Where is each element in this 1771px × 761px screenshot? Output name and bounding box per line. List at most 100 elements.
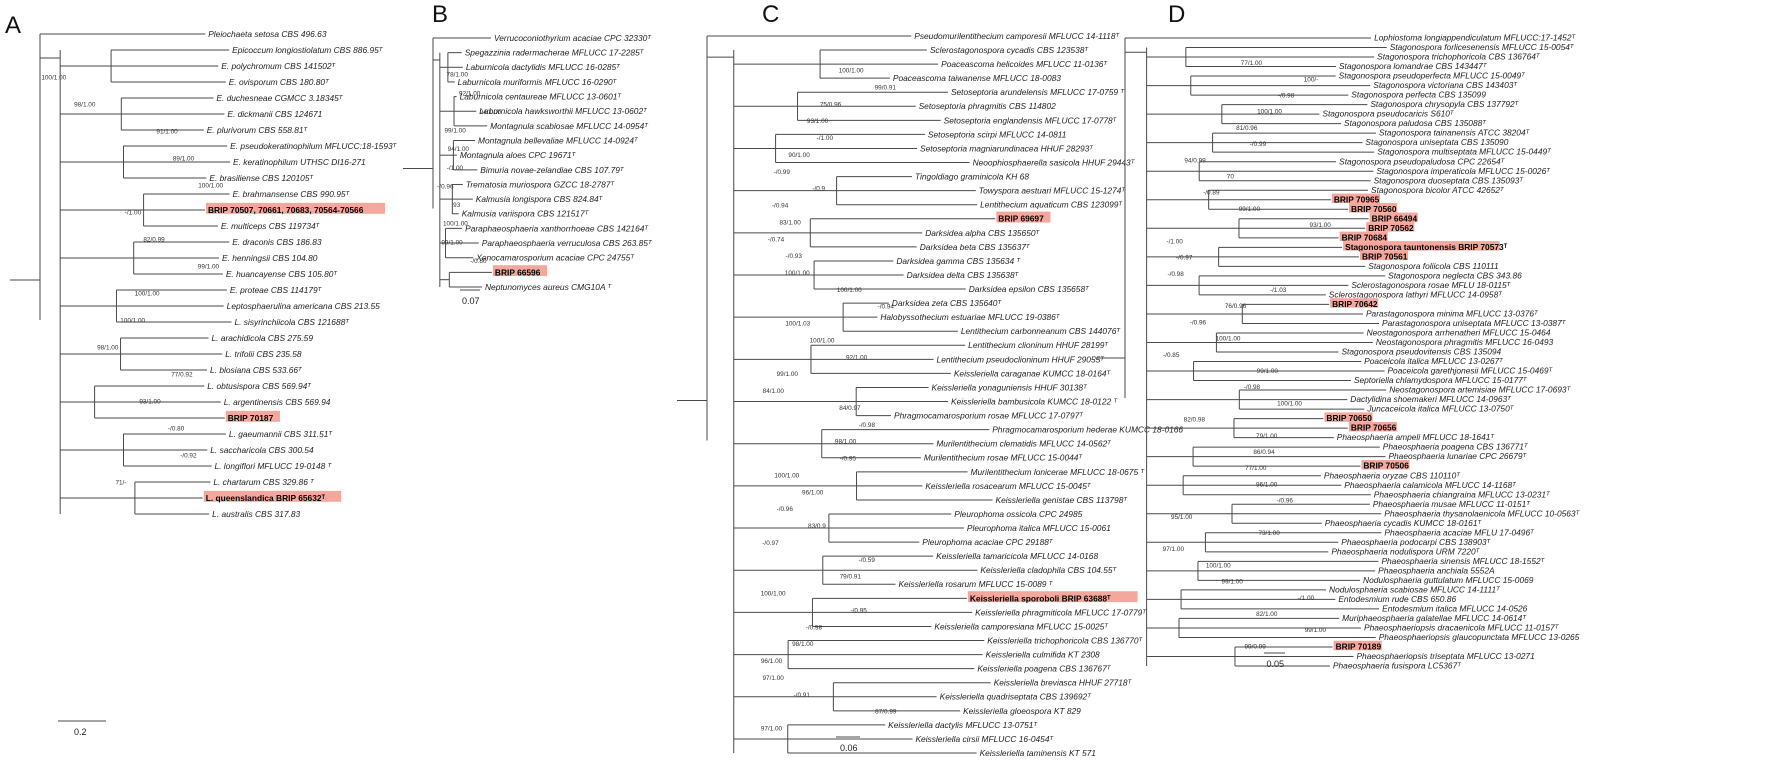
taxon-label: Stagonospora forlicesenensis MFLUCC 15-0… bbox=[1390, 42, 1575, 52]
support-value: 75/0.96 bbox=[820, 101, 842, 108]
taxon-label: Stagonospora perfecta CBS 135099 bbox=[1351, 90, 1486, 100]
taxon-label: L. trifolii CBS 235.58 bbox=[225, 349, 302, 359]
taxon-label: Kalmusia longispora CBS 824.84ᵀ bbox=[476, 194, 604, 204]
taxon-label: Phaeosphaeria lunariae CPC 26679ᵀ bbox=[1388, 451, 1527, 461]
support-value: 99/1.00 bbox=[1221, 579, 1243, 586]
taxon-label: Towyspora aestuari MFLUCC 15-1274ᵀ bbox=[979, 186, 1127, 196]
taxon-label: Phaeosphaeria thysanolaenicola MFLUCC 10… bbox=[1384, 508, 1580, 518]
taxon-label: Tingoldiago graminicola KH 68 bbox=[915, 172, 1029, 182]
support-value: -/1.00 bbox=[447, 165, 464, 172]
support-value: 76/0.96 bbox=[1225, 303, 1247, 310]
taxon-label: Lophiostoma longiappendiculatum MFLUCC:1… bbox=[1374, 33, 1576, 43]
support-value: 98/1.00 bbox=[792, 641, 814, 648]
taxon-label: Lentithecium clioninum HHUF 28199ᵀ bbox=[968, 340, 1109, 350]
highlight-box bbox=[1333, 640, 1382, 651]
support-value: 98/1.00 bbox=[835, 439, 857, 446]
taxon-label: Phaeosphaeriopsis dracaenicola MFLUCC 11… bbox=[1364, 622, 1560, 632]
support-value: 73/1.00 bbox=[1258, 530, 1280, 537]
taxon-label-highlighted: BRIP 70561 bbox=[1362, 251, 1408, 261]
taxon-label: Keissleriella quadriseptata CBS 139692ᵀ bbox=[940, 692, 1093, 702]
taxon-label: Phaeosphaeriopsis glaucopunctata MFLUCC … bbox=[1379, 632, 1580, 642]
taxon-label: Phaeosphaeria fusispora LC5367ᵀ bbox=[1333, 661, 1462, 671]
support-value: 82/1.00 bbox=[1256, 611, 1278, 618]
support-value: -/0.80 bbox=[470, 258, 487, 265]
taxon-label: Halobyssothecium estuariae MFLUCC 19-038… bbox=[880, 312, 1060, 322]
taxon-label-highlighted: BRIP 66596 bbox=[495, 267, 541, 277]
support-value: 99/1.00 bbox=[777, 371, 799, 378]
support-value: 78/1.00 bbox=[447, 72, 469, 79]
taxon-label: Stagonospora uniseptata CBS 135090 bbox=[1365, 137, 1508, 147]
support-value: -/0.96 bbox=[777, 506, 794, 513]
support-value: 81/0.96 bbox=[1236, 125, 1258, 132]
support-value: 90/1.00 bbox=[788, 152, 810, 159]
support-value: 100/1.00 bbox=[774, 472, 799, 479]
taxon-label: E. keratinophilum UTHSC DI16-271 bbox=[233, 157, 366, 167]
taxon-label: Neostagonospora arrhenatheri MFLUCC 15-0… bbox=[1367, 328, 1551, 338]
taxon-label: Leptosphaerulina americana CBS 213.55 bbox=[227, 301, 381, 311]
support-value: 100/1.00 bbox=[1277, 400, 1302, 407]
support-value: 84/0.97 bbox=[839, 405, 861, 412]
taxon-label: Stagonospora trichophoricola CBS 136764ᵀ bbox=[1377, 52, 1541, 62]
taxon-label: Septoriella chlamydospora MFLUCC 15-0177… bbox=[1354, 375, 1528, 385]
taxon-label: Keissleriella bambusicola KUMCC 18-0122 … bbox=[951, 396, 1118, 406]
taxon-label: Verrucoconiothyrium acaciae CPC 32330ᵀ bbox=[494, 33, 652, 43]
taxon-label: E. polychromum CBS 141502ᵀ bbox=[221, 61, 336, 71]
taxon-label: Phaeosphaeria calamicola MFLUCC 14-1168ᵀ bbox=[1344, 480, 1517, 490]
support-value: -/0.94 bbox=[772, 203, 789, 210]
taxon-label: Sclerostagonospora cycadis CBS 123538ᵀ bbox=[930, 45, 1090, 55]
highlight-box bbox=[996, 211, 1051, 223]
taxon-label: Stagonospora multiseptata MFLUCC 15-0449… bbox=[1377, 147, 1552, 157]
taxon-label: Dactylidina shoemakeri MFLUCC 14-0963ᵀ bbox=[1350, 394, 1512, 404]
highlight-box bbox=[967, 591, 1138, 603]
taxon-label: Laburnicola hawksworthii MFLUCC 13-0602ᵀ bbox=[479, 106, 648, 116]
taxon-label: Phaeosphaeria sinensis MFLUCC 18-1552ᵀ bbox=[1381, 556, 1545, 566]
taxon-label: Keissleriella gloeospora KT 829 bbox=[963, 706, 1081, 716]
taxon-label: Neoophiosphaerella sasicola HHUF 29443ᵀ bbox=[973, 157, 1136, 167]
support-value: 94/1.00 bbox=[480, 109, 502, 116]
taxon-label: Stagonospora paludosa CBS 135088ᵀ bbox=[1344, 118, 1487, 128]
support-value: 93 bbox=[453, 202, 461, 209]
support-value: -/0.59 bbox=[859, 557, 876, 564]
support-value: 92/1.00 bbox=[846, 354, 868, 361]
scale-bar-label: 0.05 bbox=[1267, 659, 1285, 669]
panel-letter: B bbox=[432, 1, 448, 28]
taxon-label: Keissleriella yonaguniensis HHUF 30138ᵀ bbox=[931, 382, 1088, 392]
taxon-label: Setoseptoria magniarundinacea HHUF 28293… bbox=[920, 143, 1094, 153]
support-value: 99/0.99 bbox=[1244, 643, 1266, 650]
support-value: 83/0.9 bbox=[808, 523, 826, 530]
taxon-label: Phaeosphaeria musae MFLUCC 11-0151ᵀ bbox=[1373, 499, 1531, 509]
taxon-label: Pleurophoma ossicola CPC 24985 bbox=[954, 509, 1082, 519]
taxon-label: Phaeosphaeriopsis triseptata MFLUCC 13-0… bbox=[1356, 651, 1534, 661]
taxon-label: Keissleriella phragmiticola MFLUCC 17-07… bbox=[975, 607, 1147, 617]
taxon-label: Neostagonospora artemisiae MFLUCC 17-069… bbox=[1389, 385, 1571, 395]
support-value: 100/1.00 bbox=[1257, 109, 1282, 116]
taxon-label: Murilentithecium rosae MFLUCC 15-0044ᵀ bbox=[924, 453, 1084, 463]
support-value: 100/1.00 bbox=[810, 337, 835, 344]
support-value: 84/1.00 bbox=[763, 388, 785, 395]
highlight-box bbox=[1349, 203, 1398, 213]
taxon-label-highlighted: BRIP 70187 bbox=[228, 413, 274, 423]
support-value: 93/1.00 bbox=[807, 118, 829, 125]
taxon-label: L. saccharicola CBS 300.54 bbox=[210, 445, 314, 455]
taxon-label: Muriphaeosphaeria galatellae MFLUCC 14-0… bbox=[1342, 613, 1527, 623]
taxon-label: Nodulosphaeria scabiosae MFLUCC 14-1111ᵀ bbox=[1329, 584, 1501, 594]
taxon-label-highlighted: BRIP 70506 bbox=[1363, 461, 1409, 471]
panel-letter: C bbox=[762, 1, 779, 28]
taxon-label: E. plurivorum CBS 558.81ᵀ bbox=[207, 125, 309, 135]
taxon-label: Stagonospora pseudovitensis CBS 135094 bbox=[1341, 347, 1501, 357]
taxon-label: L. chartarum CBS 329.86 ᵀ bbox=[213, 477, 315, 487]
taxon-label: Stagonospora pseudocaricis S610ᵀ bbox=[1322, 109, 1455, 119]
support-value: 99/1.00 bbox=[444, 128, 466, 135]
taxon-label: Murilentithecium lonicerae MFLUCC 18-067… bbox=[971, 467, 1146, 477]
taxon-label: Keissleriella culmifida KT 2308 bbox=[986, 650, 1100, 660]
taxon-label: Keissleriella rosarum MFLUCC 15-0089 ᵀ bbox=[898, 579, 1053, 589]
highlight-box bbox=[492, 265, 548, 277]
support-value: 100/1.00 bbox=[135, 291, 160, 298]
support-value: -/0.91 bbox=[794, 692, 811, 699]
support-value: 94/1.00 bbox=[448, 146, 470, 153]
taxon-label: Poaceascoma helicoides MFLUCC 11-0136ᵀ bbox=[941, 59, 1108, 69]
taxon-label: Neptunomyces aureus CMG10A ᵀ bbox=[485, 282, 613, 292]
